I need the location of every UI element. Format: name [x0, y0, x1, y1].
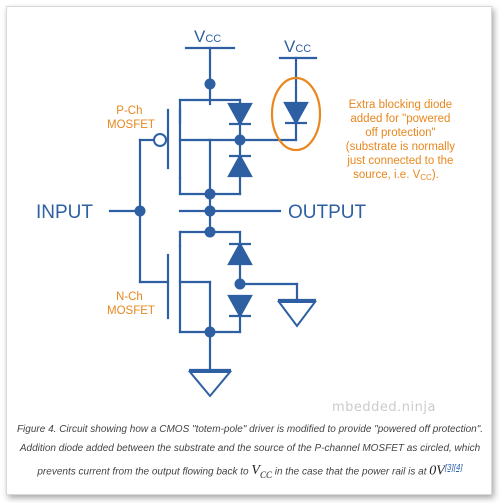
pch-label: P-Ch MOSFET	[107, 105, 155, 131]
vcc-main-label: VCC	[194, 27, 221, 46]
figure-frame	[6, 6, 492, 495]
junction-dot	[204, 188, 216, 200]
input-label: INPUT	[36, 202, 93, 223]
diode-top-2	[227, 153, 253, 178]
diode-bottom-1	[227, 241, 253, 266]
caption-zero-v: 0V	[429, 463, 445, 479]
citation-link[interactable]: [3][4]	[444, 463, 463, 472]
watermark: mbedded.ninja	[332, 400, 436, 415]
blocking-diode	[283, 101, 309, 126]
diode-top-1	[227, 102, 253, 127]
caption-text-1: Figure 4. Circuit showing how a CMOS "to…	[16, 424, 484, 478]
highlight-ellipse	[270, 76, 322, 152]
nch-label: N-Ch MOSFET	[107, 291, 155, 317]
junction-dot	[234, 134, 246, 146]
junction-dot	[204, 326, 216, 338]
pmos-gate-bubble	[153, 133, 167, 147]
figure-caption: Figure 4. Circuit showing how a CMOS "to…	[14, 420, 486, 485]
junction-dot	[204, 226, 216, 238]
ground-right-icon	[277, 301, 317, 328]
junction-dot	[134, 205, 146, 217]
caption-vcc-symbol: VCC	[251, 463, 272, 481]
ground-main-icon	[187, 371, 233, 398]
junction-dot	[204, 205, 216, 217]
diode-bottom-2	[227, 294, 253, 319]
junction-dot	[204, 78, 216, 90]
caption-text-2: in the case that the power rail is at	[271, 466, 430, 478]
output-label: OUTPUT	[288, 202, 367, 223]
vcc-right-label: VCC	[284, 37, 311, 56]
junction-dot	[234, 278, 246, 290]
annotation-text: Extra blocking diode added for "powered …	[346, 99, 459, 182]
